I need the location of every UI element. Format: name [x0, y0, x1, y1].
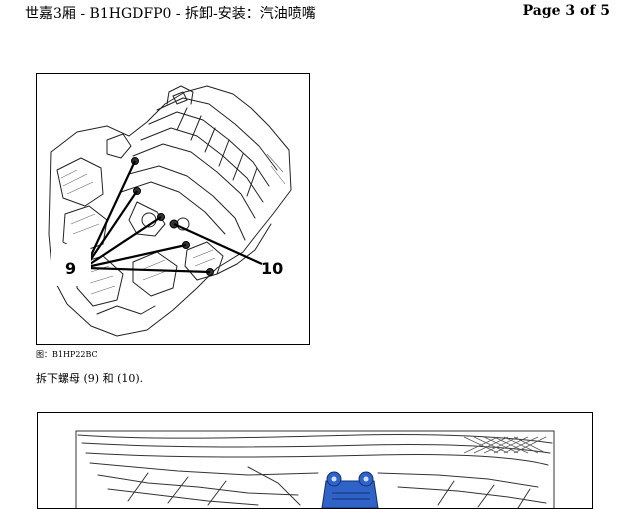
page-indicator: Page 3 of 5	[522, 3, 610, 19]
engine-bay-illustration	[37, 412, 593, 509]
page-header: 世嘉3厢 - B1HGDFP0 - 拆卸-安装：汽油喷嘴 Page 3 of 5	[0, 0, 630, 26]
document-title: 世嘉3厢 - B1HGDFP0 - 拆卸-安装：汽油喷嘴	[25, 6, 316, 22]
engine-intake-manifold-illustration: 9 10	[36, 73, 310, 345]
callout-9: 9	[65, 259, 76, 278]
figure-caption: 图：B1HP22BC	[36, 350, 98, 359]
callout-10: 10	[261, 259, 283, 278]
instruction-text: 拆下螺母 (9) 和 (10).	[36, 372, 144, 385]
